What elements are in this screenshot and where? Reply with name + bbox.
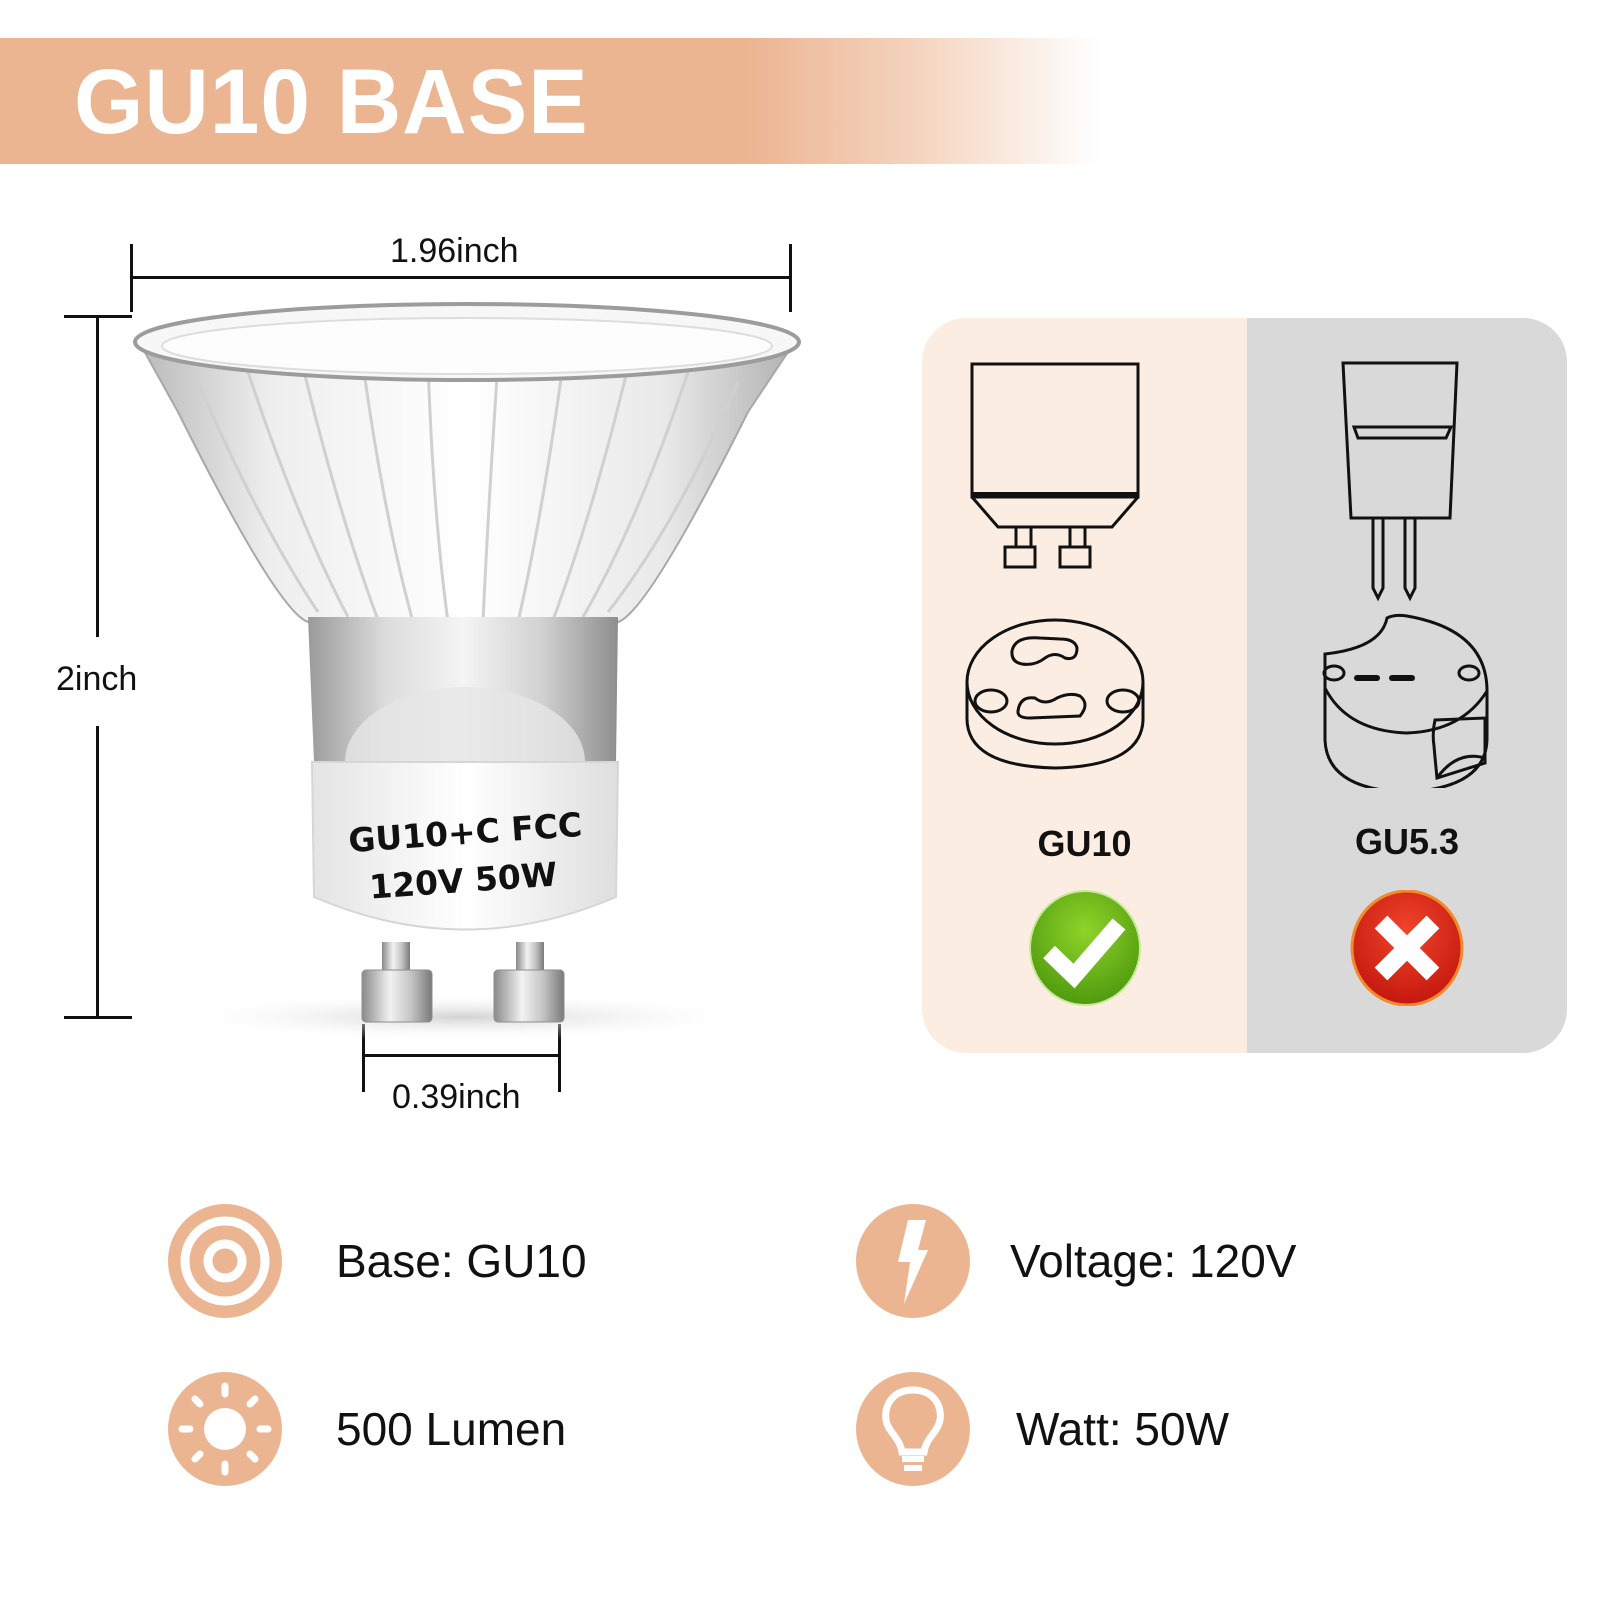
dimension-line-lower [96, 726, 99, 1018]
width-label: 1.96inch [390, 232, 519, 270]
base-comparison-panel: GU10 [922, 318, 1567, 1053]
dimension-tick-left [362, 1024, 365, 1092]
gu53-base-drawing-icon [1322, 361, 1489, 788]
dimension-line [130, 276, 792, 279]
spec-text: Base: GU10 [336, 1235, 587, 1287]
check-icon [1028, 890, 1141, 1006]
spec-item-base: Base: GU10 [168, 1204, 587, 1318]
gu53-incompatible-column: GU5.3 [1247, 318, 1567, 1053]
lightbulb-icon [856, 1372, 970, 1486]
spec-text: Voltage: 120V [1010, 1235, 1297, 1287]
spec-text: Watt: 50W [1016, 1403, 1229, 1455]
target-icon [168, 1204, 282, 1318]
spec-item-voltage: Voltage: 120V [856, 1204, 1296, 1318]
dimension-line [362, 1054, 561, 1057]
gu10-bulb-image: GU10+C FCC 120V 50W [128, 292, 808, 1052]
spec-item-lumen: 500 Lumen [168, 1372, 566, 1486]
cross-icon [1350, 890, 1464, 1006]
gu10-compatible-column: GU10 [922, 318, 1247, 1053]
gu10-label: GU10 [1037, 823, 1132, 864]
gu10-base-drawing-icon [965, 362, 1145, 770]
height-label: 2inch [56, 660, 138, 698]
sun-icon [168, 1372, 282, 1486]
spec-text: 500 Lumen [336, 1403, 567, 1455]
dimension-tick-right [558, 1024, 561, 1092]
spec-item-watt: Watt: 50W [856, 1372, 1229, 1486]
dimension-line-upper [96, 315, 99, 637]
page-title: GU10 BASE [74, 51, 589, 153]
pin-spacing-label: 0.39inch [392, 1078, 521, 1116]
lightning-icon [856, 1204, 970, 1318]
title-banner: GU10 BASE [0, 38, 1100, 164]
gu53-label: GU5.3 [1354, 821, 1460, 862]
